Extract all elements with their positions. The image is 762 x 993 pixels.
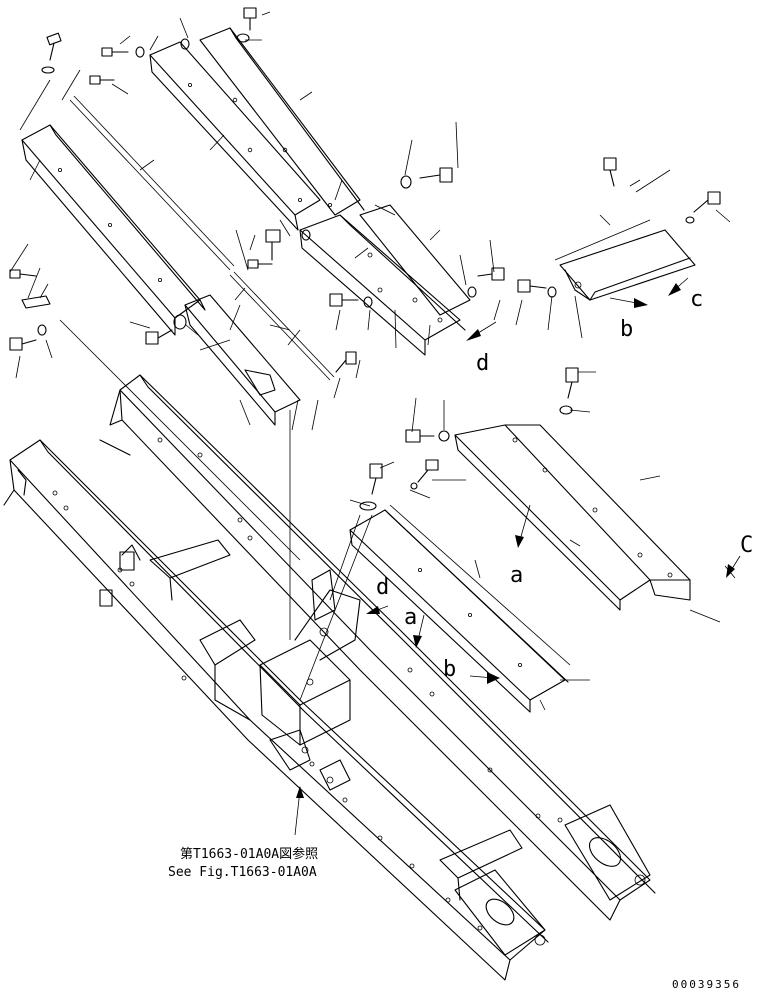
cover-panel-top-left <box>21 95 235 336</box>
washer-icon <box>301 229 311 241</box>
label-d-upper: d <box>476 351 489 376</box>
cover-panel-top-center <box>149 27 365 231</box>
cover-panel-right-upper <box>554 219 696 301</box>
bolt-icon <box>467 267 505 298</box>
bolt-icon <box>405 429 450 443</box>
main-frame <box>3 374 656 981</box>
label-a-lower: a <box>404 605 417 630</box>
cover-panel-small-center <box>184 271 335 426</box>
washer-icon <box>21 295 51 309</box>
label-a-right: a <box>510 563 523 588</box>
bolt-icon <box>89 75 115 85</box>
bolt-icon <box>400 167 453 189</box>
cover-panel-right-lower <box>454 424 691 611</box>
bolt-icon <box>517 279 557 298</box>
bolt-icon <box>410 459 439 490</box>
bolt-icon <box>41 32 62 74</box>
bolt-icon <box>145 314 187 345</box>
reference-arrows <box>366 277 741 684</box>
leader-lines <box>9 11 736 711</box>
label-b-lower: b <box>443 657 456 682</box>
label-b-upper: b <box>620 317 633 342</box>
label-c-upper: c <box>690 287 703 312</box>
label-c-right: C <box>740 533 753 558</box>
bolt-icon <box>603 157 617 187</box>
document-number: 00039356 <box>672 978 741 991</box>
bolt-icon <box>9 269 37 279</box>
bolt-icon <box>101 46 145 58</box>
bolt-icon <box>685 191 721 224</box>
bolt-icon <box>247 259 273 269</box>
bolt-icon <box>329 293 373 308</box>
bolt-icon <box>359 463 383 511</box>
bolt-icon <box>335 351 357 373</box>
reference-note-japanese: 第T1663-01A0A図参照 <box>180 846 318 862</box>
label-d-lower: d <box>376 575 389 600</box>
bolt-icon <box>559 367 579 415</box>
cover-panel-right-center <box>349 504 571 713</box>
bolt-icon <box>265 229 281 261</box>
cover-panel-middle <box>299 204 471 356</box>
reference-note-english: See Fig.T1663-01A0A <box>168 865 317 880</box>
bolt-icon <box>9 324 47 351</box>
washer-icon <box>180 38 190 50</box>
fastener-set <box>9 7 721 511</box>
bolt-icon <box>236 7 257 43</box>
